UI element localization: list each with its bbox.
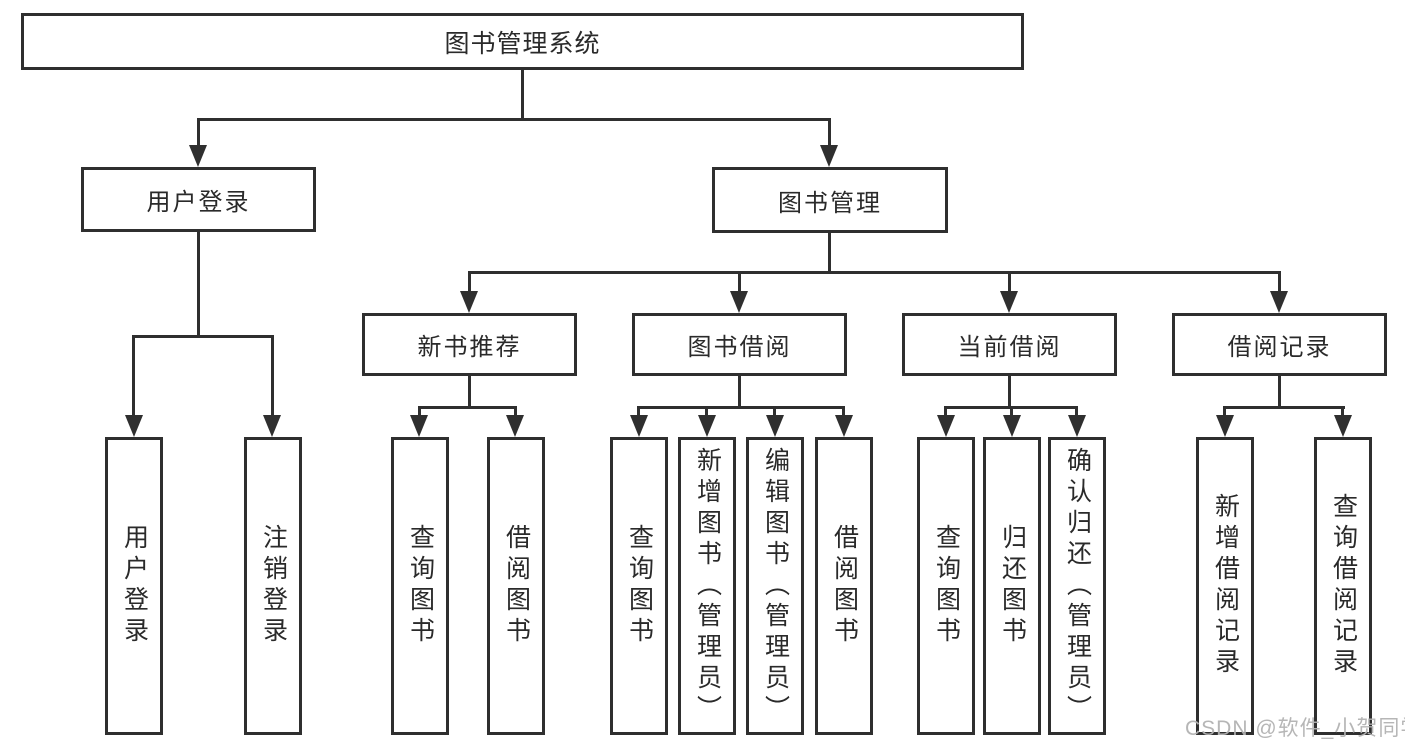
connector-line <box>132 335 135 419</box>
node-library-system: 图书管理系统 <box>21 13 1024 70</box>
leaf-search-books-1: 查询图书 <box>391 437 449 735</box>
arrow-down-icon <box>263 415 281 437</box>
connector-line <box>773 406 776 416</box>
leaf-edit-books-admin-label: 编辑图书（管理员） <box>761 446 790 726</box>
arrow-down-icon <box>506 415 524 437</box>
node-book-borrowing: 图书借阅 <box>632 313 847 376</box>
arrow-down-icon <box>630 415 648 437</box>
leaf-borrow-books-2: 借阅图书 <box>815 437 873 735</box>
node-new-book-recommend: 新书推荐 <box>362 313 577 376</box>
arrow-down-icon <box>1068 415 1086 437</box>
leaf-search-borrow-record-label: 查询借阅记录 <box>1329 493 1358 679</box>
node-current-borrowing-label: 当前借阅 <box>957 334 1062 361</box>
leaf-borrow-books-1: 借阅图书 <box>487 437 545 735</box>
leaf-search-books-2: 查询图书 <box>610 437 668 735</box>
leaf-search-books-3: 查询图书 <box>917 437 975 735</box>
connector-line <box>637 406 640 416</box>
connector-line <box>1278 376 1281 406</box>
connector-line <box>468 271 1281 274</box>
leaf-logout: 注销登录 <box>244 437 302 735</box>
node-current-borrowing: 当前借阅 <box>902 313 1117 376</box>
connector-line <box>197 118 200 150</box>
connector-line <box>1010 406 1013 416</box>
connector-line <box>1223 406 1226 416</box>
leaf-add-borrow-record: 新增借阅记录 <box>1196 437 1254 735</box>
arrow-down-icon <box>1003 415 1021 437</box>
connector-line <box>468 376 471 406</box>
leaf-return-books-label: 归还图书 <box>998 524 1027 648</box>
connector-line <box>842 406 845 416</box>
arrow-down-icon <box>1000 291 1018 313</box>
leaf-borrow-books-1-label: 借阅图书 <box>502 524 531 648</box>
connector-line <box>271 335 274 419</box>
connector-line <box>468 271 471 295</box>
leaf-search-borrow-record: 查询借阅记录 <box>1314 437 1372 735</box>
connector-line <box>1341 406 1344 416</box>
leaf-borrow-books-2-label: 借阅图书 <box>830 524 859 648</box>
node-new-book-recommend-label: 新书推荐 <box>417 334 522 361</box>
leaf-user-login-label: 用户登录 <box>120 524 149 648</box>
watermark: CSDN @软件_小贺同学 <box>1185 717 1405 740</box>
leaf-return-books: 归还图书 <box>983 437 1041 735</box>
node-book-borrowing-label: 图书借阅 <box>687 334 792 361</box>
node-library-system-label: 图书管理系统 <box>444 29 601 58</box>
connector-line <box>132 335 274 338</box>
node-book-management: 图书管理 <box>712 167 948 233</box>
connector-line <box>1008 376 1011 406</box>
node-book-management-label: 图书管理 <box>778 189 882 217</box>
connector-line <box>637 406 845 409</box>
node-borrowing-records-label: 借阅记录 <box>1227 334 1332 361</box>
connector-line <box>828 233 831 271</box>
arrow-down-icon <box>410 415 428 437</box>
connector-line <box>1278 271 1281 295</box>
leaf-confirm-return-admin-label: 确认归还（管理员） <box>1063 446 1092 726</box>
connector-line <box>418 406 517 409</box>
connector-line <box>1008 271 1011 295</box>
arrow-down-icon <box>1270 291 1288 313</box>
arrow-down-icon <box>1334 415 1352 437</box>
connector-line <box>738 376 741 406</box>
arrow-down-icon <box>835 415 853 437</box>
connector-line <box>828 118 831 150</box>
leaf-logout-label: 注销登录 <box>259 524 288 648</box>
arrow-down-icon <box>125 415 143 437</box>
connector-line <box>197 232 200 335</box>
connector-line <box>738 271 741 295</box>
leaf-user-login: 用户登录 <box>105 437 163 735</box>
arrow-down-icon <box>937 415 955 437</box>
leaf-search-books-2-label: 查询图书 <box>625 524 654 648</box>
connector-line <box>197 118 831 121</box>
connector-line <box>1223 406 1345 409</box>
connector-line <box>705 406 708 416</box>
connector-line <box>944 406 947 416</box>
connector-line <box>418 406 421 416</box>
arrow-down-icon <box>766 415 784 437</box>
leaf-edit-books-admin: 编辑图书（管理员） <box>746 437 804 735</box>
arrow-down-icon <box>1216 415 1234 437</box>
arrow-down-icon <box>730 291 748 313</box>
node-borrowing-records: 借阅记录 <box>1172 313 1387 376</box>
leaf-add-books-admin: 新增图书（管理员） <box>678 437 736 735</box>
leaf-add-borrow-record-label: 新增借阅记录 <box>1211 493 1240 679</box>
arrow-down-icon <box>698 415 716 437</box>
leaf-confirm-return-admin: 确认归还（管理员） <box>1048 437 1106 735</box>
connector-line <box>521 69 524 118</box>
arrow-down-icon <box>820 145 838 167</box>
leaf-search-books-3-label: 查询图书 <box>932 524 961 648</box>
node-user-login: 用户登录 <box>81 167 316 232</box>
connector-line <box>514 406 517 416</box>
arrow-down-icon <box>189 145 207 167</box>
arrow-down-icon <box>460 291 478 313</box>
node-user-login-label: 用户登录 <box>146 189 251 216</box>
leaf-add-books-admin-label: 新增图书（管理员） <box>693 446 722 726</box>
connector-line <box>1075 406 1078 416</box>
leaf-search-books-1-label: 查询图书 <box>406 524 435 648</box>
